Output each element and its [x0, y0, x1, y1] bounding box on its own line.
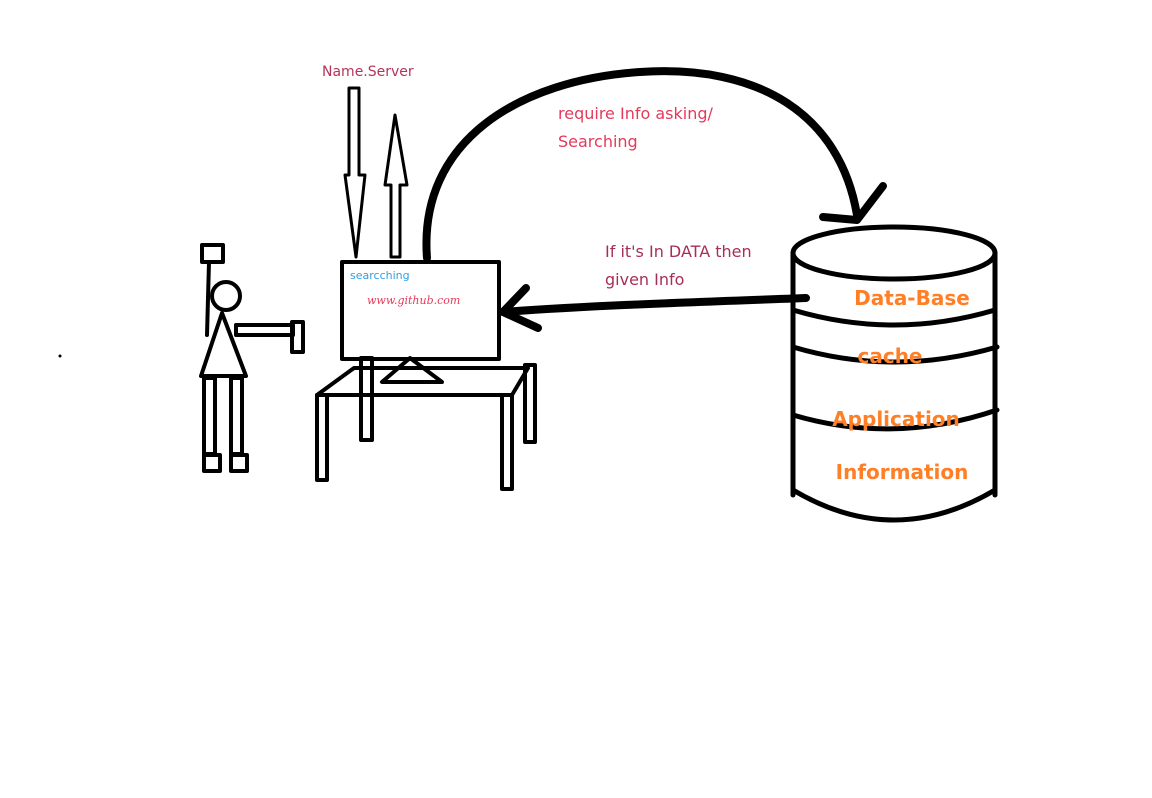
- require-info-label: require Info asking/ Searching: [558, 104, 713, 151]
- up-arrow-to-name-server: [383, 113, 409, 259]
- database-cylinder: [790, 224, 1000, 523]
- user-raised-hand: [200, 243, 225, 264]
- database-top: [790, 224, 998, 282]
- database-layer-cache: cache: [857, 344, 923, 368]
- desk-top: [315, 366, 530, 397]
- request-arrow: [422, 67, 887, 262]
- user-pointing-arm: [234, 323, 295, 337]
- screen-url-text: www.github.com: [367, 294, 461, 307]
- monitor-screen: [340, 260, 501, 361]
- monitor-post: [359, 356, 374, 442]
- database-layer-data-base: Data-Base: [854, 286, 970, 310]
- database-layer-information: Information: [835, 460, 969, 484]
- name-server-label: Name.Server: [322, 64, 414, 80]
- request-arrow-curve: [422, 67, 861, 262]
- screen-search-text: searcching: [350, 269, 410, 282]
- desk-back-right-leg: [523, 363, 537, 444]
- if-in-data-label: If it's In DATA then given Info: [605, 242, 752, 289]
- database-divider-2: [790, 344, 1000, 365]
- user-head: [210, 280, 242, 312]
- name-server-arrows: [343, 86, 409, 259]
- database-layer-application: Application: [832, 407, 960, 431]
- response-arrow-head: [499, 284, 542, 332]
- database-bottom: [790, 487, 998, 523]
- user-raised-arm: [205, 260, 211, 337]
- user-right-leg: [229, 376, 244, 456]
- user-left-foot: [202, 453, 222, 473]
- user-right-foot: [229, 453, 249, 473]
- stick-figure-user: [199, 243, 305, 473]
- user-left-leg: [202, 376, 217, 456]
- user-body: [199, 311, 248, 378]
- response-arrow: [499, 284, 810, 332]
- request-arrow-head: [819, 182, 887, 224]
- user-pointing-hand: [290, 320, 305, 354]
- database-divider-1: [790, 307, 998, 328]
- desk-front-left-leg: [315, 393, 329, 482]
- database-divider-3: [790, 407, 1000, 432]
- down-arrow-from-name-server: [343, 86, 367, 259]
- response-arrow-line: [499, 294, 810, 316]
- stray-dot: [58, 354, 62, 358]
- computer-desk: [315, 260, 537, 491]
- desk-front-right-leg: [500, 393, 514, 491]
